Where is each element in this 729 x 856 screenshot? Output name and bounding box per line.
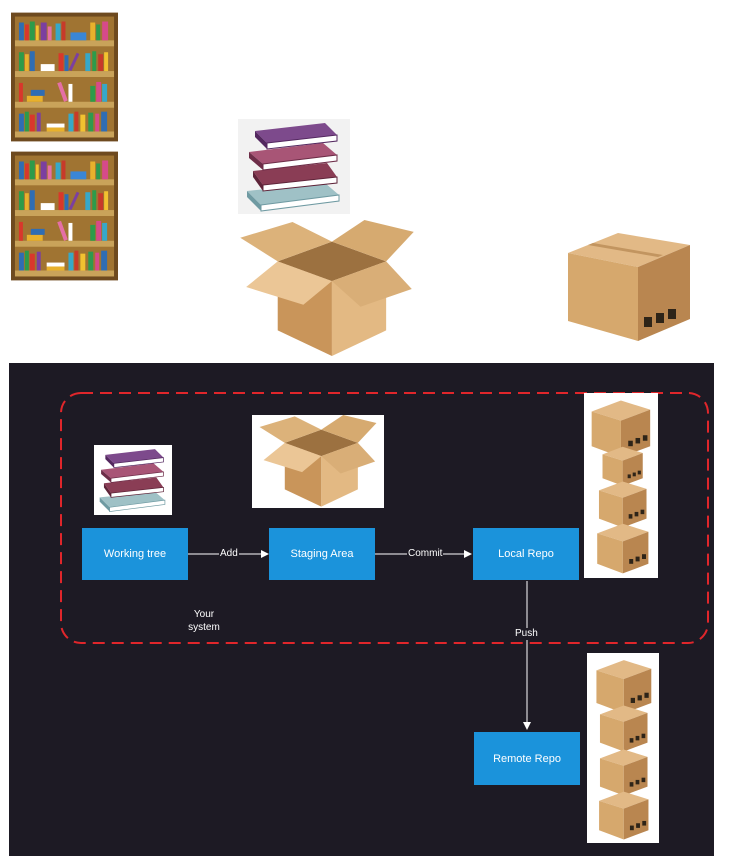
edge-label-commit: Commit bbox=[407, 548, 444, 560]
system-boundary bbox=[60, 392, 709, 644]
node-working-tree: Working tree bbox=[82, 528, 188, 580]
system-label-line1: Your bbox=[193, 609, 215, 620]
node-remote-repo-label: Remote Repo bbox=[493, 752, 561, 765]
node-staging-area-label: Staging Area bbox=[290, 548, 354, 560]
node-local-repo: Local Repo bbox=[473, 528, 579, 580]
node-local-repo-label: Local Repo bbox=[498, 548, 554, 560]
books-stack-icon bbox=[238, 119, 350, 214]
closed-box-icon bbox=[591, 787, 655, 841]
remote-repo-boxes bbox=[587, 653, 659, 843]
local-repo-boxes bbox=[584, 393, 658, 578]
diagram-canvas: Working tree Staging Area Local Repo Rem… bbox=[9, 363, 714, 856]
open-box-icon bbox=[252, 415, 384, 508]
system-label-line2: system bbox=[188, 622, 220, 633]
edge-label-push: Push bbox=[514, 628, 539, 640]
bookshelf-icon bbox=[11, 12, 118, 142]
node-working-tree-label: Working tree bbox=[103, 548, 167, 560]
system-label: Your system bbox=[179, 608, 229, 634]
open-box-icon bbox=[238, 220, 416, 358]
edge-label-add: Add bbox=[219, 548, 239, 560]
books-stack-icon bbox=[94, 445, 172, 515]
node-staging-area: Staging Area bbox=[269, 528, 375, 580]
bookshelf-icon bbox=[11, 151, 118, 281]
closed-box-icon bbox=[558, 222, 698, 344]
closed-box-icon bbox=[590, 519, 654, 575]
node-remote-repo: Remote Repo bbox=[474, 732, 580, 785]
